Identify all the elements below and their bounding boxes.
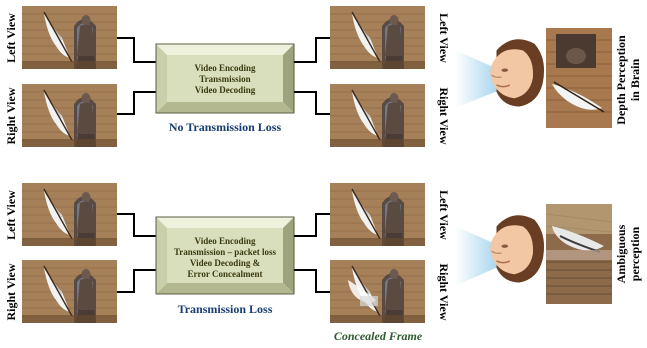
top-right-in-connector <box>117 91 158 115</box>
bottom-right-view-label: Right View <box>4 263 18 320</box>
top-right-view-out-label: Right View <box>437 88 451 145</box>
top-left-in-connector <box>117 37 158 63</box>
bottom-perception-image <box>545 204 613 304</box>
top-left-view-out-label: Left View <box>437 13 451 63</box>
bottom-left-in-connector <box>117 213 158 237</box>
bottom-left-view-label: Left View <box>4 190 18 240</box>
top-right-view-label: Right View <box>4 87 18 144</box>
bottom-box-line-1: Video Encoding <box>195 236 256 246</box>
top-box-line-2: Transmission <box>199 74 250 84</box>
bottom-left-out-connector <box>294 213 330 237</box>
top-left-output-frame <box>330 6 425 69</box>
bottom-left-view-out-label: Left View <box>437 190 451 240</box>
top-left-input-frame <box>22 6 117 69</box>
top-perception-line-2: in Brain <box>628 59 642 102</box>
top-perception-image <box>546 28 612 128</box>
top-caption: No Transmission Loss <box>169 120 282 134</box>
top-left-view-label: Left View <box>4 13 18 63</box>
bottom-left-output-frame <box>330 183 425 246</box>
bottom-box-line-3: Video Decoding & <box>190 258 261 268</box>
bottom-right-in-connector <box>117 269 158 293</box>
bottom-right-input-frame <box>22 260 117 323</box>
bottom-perception-line-1: Ambiguous <box>614 224 628 283</box>
top-vision-beam <box>455 50 500 108</box>
bottom-perception-line-2: perception <box>628 226 642 281</box>
top-right-input-frame <box>22 84 117 147</box>
bottom-vision-beam <box>455 226 500 286</box>
top-right-out-connector <box>294 91 330 115</box>
top-left-out-connector <box>294 37 330 63</box>
top-process-box: Video Encoding Transmission Video Decodi… <box>155 43 295 114</box>
bottom-right-view-out-label: Right View <box>437 264 451 321</box>
top-box-line-1: Video Encoding <box>195 63 256 73</box>
bottom-box-line-2: Transmission – packet loss <box>174 247 277 257</box>
bottom-left-input-frame <box>22 183 117 246</box>
bottom-process-box: Video Encoding Transmission – packet los… <box>155 216 295 295</box>
bottom-viewer-head-icon <box>489 214 545 284</box>
top-perception-line-1: Depth Perception <box>614 35 628 125</box>
top-box-line-3: Video Decoding <box>195 85 256 95</box>
top-right-output-frame <box>330 84 425 147</box>
bottom-right-out-connector <box>294 269 330 293</box>
top-viewer-head-icon <box>489 38 545 108</box>
bottom-caption: Transmission Loss <box>178 302 273 316</box>
concealed-output-frame <box>330 260 425 323</box>
bottom-box-line-4: Error Concealment <box>188 269 263 279</box>
concealed-frame-caption: Concealed Frame <box>334 329 423 343</box>
